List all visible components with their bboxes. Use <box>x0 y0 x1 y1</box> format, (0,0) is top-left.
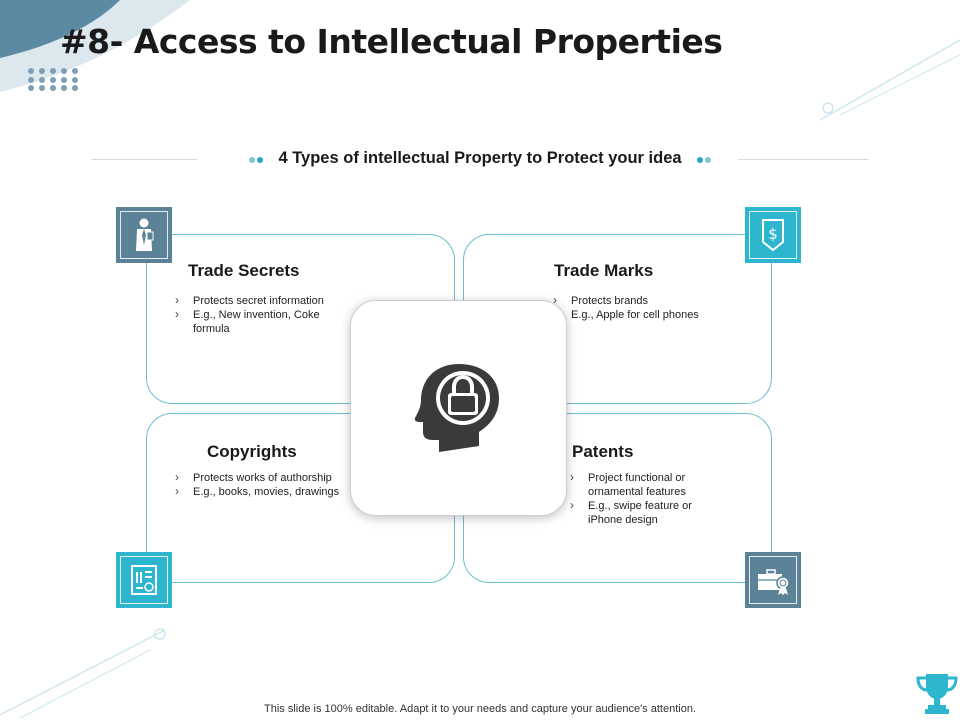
dots-right-icon <box>696 149 712 168</box>
list-item: E.g., books, movies, drawings <box>173 484 373 499</box>
copyright-document-icon <box>116 552 172 608</box>
dollar-tag-icon: $ <box>745 207 801 263</box>
head-lock-icon <box>414 364 499 452</box>
subtitle: 4 Types of intellectual Property to Prot… <box>92 149 868 168</box>
dots-left-icon <box>248 149 264 168</box>
subtitle-right-rule <box>738 159 868 160</box>
subtitle-left-rule <box>92 159 197 160</box>
card-title: Patents <box>572 442 634 461</box>
card-title: Trade Marks <box>554 261 654 280</box>
list-item: E.g., Apple for cell phones <box>551 307 751 322</box>
briefcase-award-icon <box>745 552 801 608</box>
bullet-list: Protects works of authorship E.g., books… <box>173 470 373 499</box>
card-title: Trade Secrets <box>188 261 300 280</box>
list-item: Protects works of authorship <box>173 470 373 485</box>
person-secret-icon <box>116 207 172 263</box>
subtitle-text: 4 Types of intellectual Property to Prot… <box>278 149 682 167</box>
list-item: E.g., swipe feature or iPhone design <box>568 498 718 527</box>
list-item: E.g., New invention, Coke formula <box>173 307 353 336</box>
list-item: Protects secret information <box>173 293 353 308</box>
footer-note: This slide is 100% editable. Adapt it to… <box>264 703 696 715</box>
bullet-list: Protects secret information E.g., New in… <box>173 293 353 336</box>
trophy-icon <box>916 674 958 714</box>
list-item: Protects brands <box>551 293 751 308</box>
bullet-list: Protects brands E.g., Apple for cell pho… <box>551 293 751 322</box>
list-item: Project functional or ornamental feature… <box>568 470 718 499</box>
svg-text:$: $ <box>768 225 778 243</box>
bullet-list: Project functional or ornamental feature… <box>568 470 718 527</box>
slide-title: #8- Access to Intellectual Properties <box>60 22 723 61</box>
center-icon-box <box>350 300 567 516</box>
subtitle-row: 4 Types of intellectual Property to Prot… <box>92 145 868 175</box>
top-right-decoration <box>819 39 960 121</box>
card-title: Copyrights <box>207 442 297 461</box>
